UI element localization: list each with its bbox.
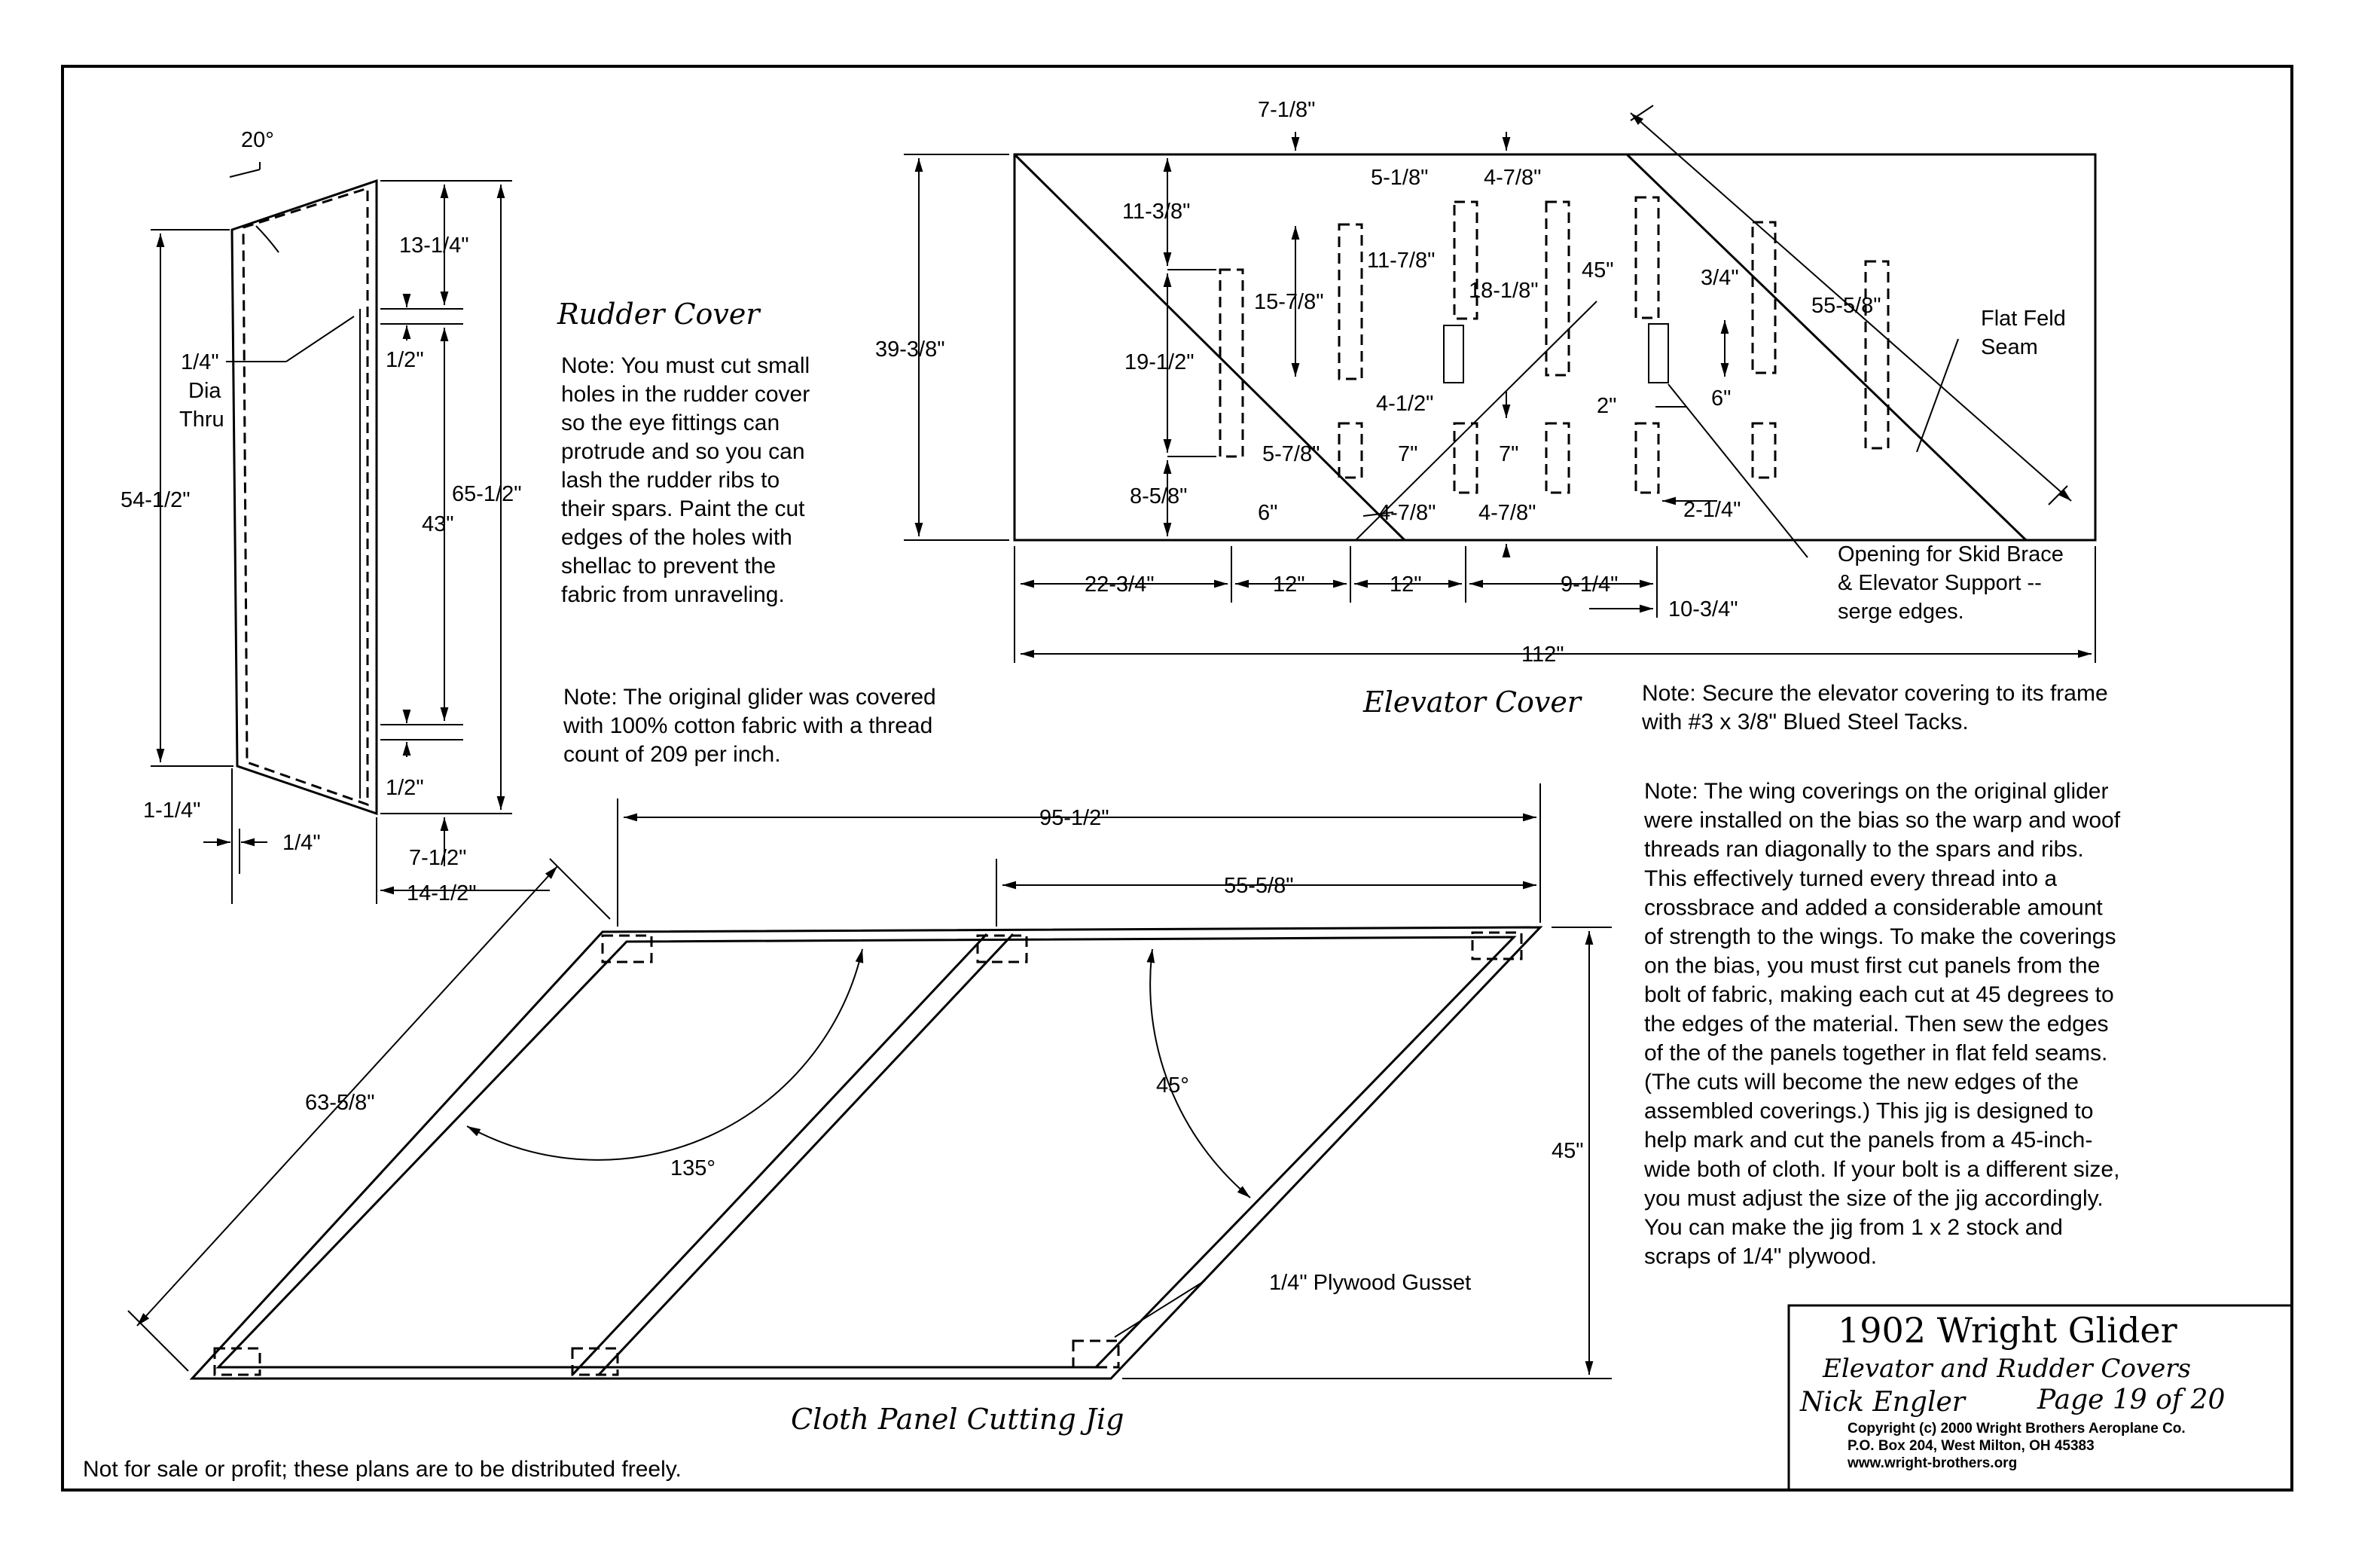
rudder-dim-gap-bottom: 1/2": [386, 776, 424, 800]
elev-dim-18-1-8: 18-1/8": [1469, 279, 1539, 303]
elev-dim-12-b: 12": [1390, 573, 1422, 597]
rudder-dim-mid: 43": [422, 512, 454, 536]
rudder-dim-hole-thru: Thru: [179, 408, 224, 432]
elev-dim-10-3-4: 10-3/4": [1668, 597, 1738, 621]
jig-dim-diag: 63-5/8": [305, 1091, 375, 1115]
wing-note: Note: The wing coverings on the original…: [1643, 779, 2126, 1269]
elev-dim-4-7-8-b: 4-7/8": [1478, 501, 1536, 525]
jig-dim-angle-small: 45°: [1156, 1073, 1189, 1098]
rudder-dim-bottom-right: 7-1/2": [409, 846, 466, 870]
elevator-cover-title: Elevator Cover: [1362, 685, 1583, 719]
elevator-cover-drawing: [904, 105, 2097, 663]
rudder-dim-angle: 20°: [241, 128, 274, 152]
elev-dim-55-5-8: 55-5/8": [1811, 294, 1881, 318]
elevator-note: Note: Secure the elevator covering to it…: [1641, 681, 2114, 734]
elev-dim-height: 39-3/8": [875, 337, 945, 362]
cotton-note: Note: The original glider was covered wi…: [563, 685, 942, 767]
rudder-dim-height-left: 54-1/2": [121, 488, 191, 512]
elev-dim-4-7-8-top: 4-7/8": [1484, 166, 1541, 190]
rudder-dim-hole: 1/4": [181, 350, 219, 374]
elev-dim-5-7-8: 5-7/8": [1262, 442, 1320, 466]
elev-dim-11-3-8: 11-3/8": [1122, 200, 1190, 224]
rudder-cover-title: Rudder Cover: [557, 298, 761, 331]
elev-dim-3-4: 3/4": [1701, 266, 1739, 290]
cutting-jig-title: Cloth Panel Cutting Jig: [791, 1403, 1124, 1436]
elev-dim-11-7-8: 11-7/8": [1367, 249, 1435, 273]
elev-dim-top: 7-1/8": [1258, 98, 1315, 122]
copyright-block: Copyright (c) 2000 Wright Brothers Aerop…: [1847, 1421, 2189, 1471]
title-block: [1787, 1304, 2293, 1492]
title-line-2: Elevator and Rudder Covers: [1822, 1354, 2191, 1384]
elev-dim-2: 2": [1597, 394, 1616, 418]
elev-dim-5-1-8: 5-1/8": [1371, 166, 1428, 190]
rudder-dim-top: 13-1/4": [399, 234, 469, 258]
footer-disclaimer: Not for sale or profit; these plans are …: [83, 1457, 682, 1482]
elev-dim-9-1-4: 9-1/4": [1561, 573, 1618, 597]
flat-feld-seam-label: Flat Feld Seam: [1981, 307, 2072, 359]
title-line-1: 1902 Wright Glider: [1838, 1310, 2177, 1351]
rudder-dim-hole-dia: Dia: [188, 379, 221, 403]
jig-dim-height: 45": [1552, 1139, 1584, 1163]
elev-dim-19-1-2: 19-1/2": [1124, 350, 1195, 374]
gusset-label: 1/4" Plywood Gusset: [1269, 1271, 1471, 1295]
elev-dim-8-5-8: 8-5/8": [1130, 484, 1187, 508]
elev-dim-12-a: 12": [1273, 573, 1305, 597]
elev-dim-6-right: 6": [1711, 386, 1731, 411]
title-author: Nick Engler: [1799, 1387, 1967, 1418]
rudder-dim-left-offset: 1-1/4": [143, 798, 200, 823]
elev-dim-22-3-4: 22-3/4": [1085, 573, 1155, 597]
rudder-dim-edge: 1/4": [282, 831, 321, 855]
opening-label: Opening for Skid Brace & Elevator Suppor…: [1838, 542, 2070, 624]
rudder-dim-width: 14-1/2": [407, 881, 477, 905]
jig-dim-partial: 55-5/8": [1224, 874, 1294, 898]
jig-dim-total: 95-1/2": [1039, 806, 1109, 830]
cutting-jig-drawing: [127, 783, 1612, 1380]
elev-dim-total: 112": [1521, 643, 1564, 667]
elev-dim-4-7-8-a: 4-7/8": [1378, 501, 1436, 525]
rudder-dim-height-right: 65-1/2": [452, 482, 522, 506]
elev-dim-6-left: 6": [1258, 501, 1277, 525]
sheet-border: [61, 65, 2293, 1492]
rudder-dim-gap-top: 1/2": [386, 348, 424, 372]
elev-dim-45: 45": [1582, 258, 1614, 282]
elev-dim-15-7-8: 15-7/8": [1254, 290, 1324, 314]
elev-dim-7-b: 7": [1499, 442, 1518, 466]
jig-dim-angle-big: 135°: [670, 1156, 716, 1180]
elev-dim-4-1-2: 4-1/2": [1376, 392, 1433, 416]
elev-dim-7-a: 7": [1398, 442, 1417, 466]
elev-dim-2-1-4: 2-1/4": [1683, 498, 1741, 522]
rudder-cover-drawing: [151, 162, 550, 904]
title-page: Page 19 of 20: [2037, 1385, 2225, 1415]
rudder-note: Note: You must cut small holes in the ru…: [561, 353, 816, 607]
